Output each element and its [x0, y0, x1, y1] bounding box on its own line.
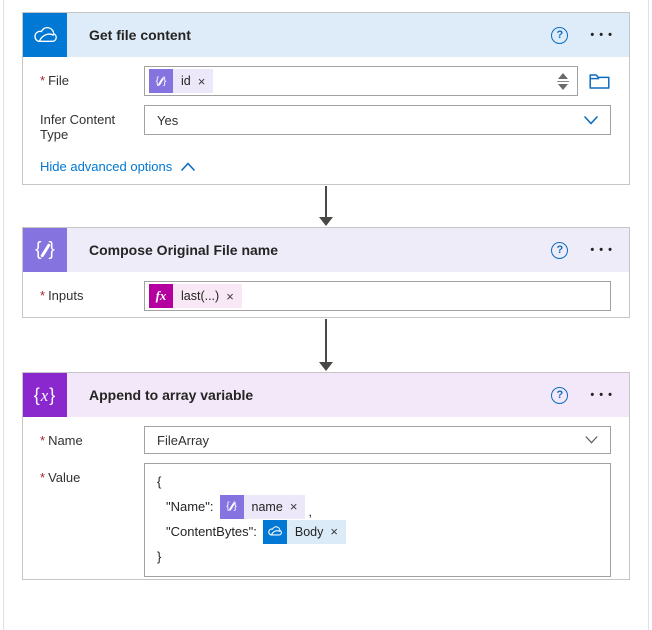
infer-content-type-dropdown[interactable]: Yes	[144, 105, 611, 135]
variable-icon: {x}	[23, 373, 67, 417]
card-header[interactable]: {x} Append to array variable ? • • •	[23, 373, 629, 417]
action-card-compose: {} Compose Original File name ? • • • *I…	[22, 227, 630, 318]
chevron-down-icon	[585, 436, 598, 444]
dynamic-token-id[interactable]: {} id ×	[149, 69, 214, 93]
card-title: Get file content	[89, 27, 191, 43]
flow-connector-arrow	[319, 319, 333, 371]
onedrive-icon	[262, 519, 287, 544]
stepper-control[interactable]	[551, 72, 575, 90]
remove-token-icon[interactable]: ×	[226, 288, 234, 304]
expression-token-last[interactable]: fx last(...) ×	[149, 284, 242, 308]
token-label: name	[251, 499, 283, 514]
help-icon[interactable]: ?	[551, 386, 569, 404]
dynamic-token-body[interactable]: Body ×	[262, 519, 346, 544]
step-down-icon[interactable]	[558, 83, 568, 90]
remove-token-icon[interactable]: ×	[197, 73, 206, 89]
file-input[interactable]: {} id ×	[144, 66, 578, 96]
flow-connector-arrow	[319, 186, 333, 226]
help-icon[interactable]: ?	[551, 26, 569, 44]
remove-token-icon[interactable]: ×	[289, 499, 298, 514]
canvas-edge-left	[3, 0, 4, 630]
dropdown-value: FileArray	[157, 432, 210, 448]
required-marker: *	[40, 288, 46, 303]
menu-ellipsis-icon[interactable]: • • •	[590, 244, 613, 256]
expression-fx-icon: fx	[149, 284, 173, 308]
infer-content-type-label: Infer Content Type	[40, 112, 116, 142]
dynamic-content-icon: {}	[219, 494, 244, 519]
inputs-field-label: *Inputs	[40, 288, 84, 303]
compose-icon: {}	[23, 228, 67, 272]
step-up-icon[interactable]	[558, 72, 568, 79]
file-picker-folder-icon[interactable]	[587, 69, 611, 93]
card-header[interactable]: {} Compose Original File name ? • • •	[23, 228, 629, 272]
card-title: Compose Original File name	[89, 242, 279, 258]
canvas-edge-right	[648, 0, 649, 630]
required-marker: *	[40, 433, 46, 448]
token-label: last(...)	[181, 289, 220, 303]
chevron-down-icon	[584, 115, 598, 125]
required-marker: *	[40, 470, 46, 485]
file-field-label: *File	[40, 73, 70, 88]
json-name-key: "Name":	[166, 499, 214, 514]
token-label: Body	[294, 524, 324, 539]
card-header[interactable]: Get file content ? • • •	[23, 13, 629, 57]
action-card-append-to-array: {x} Append to array variable ? • • • *Na…	[22, 372, 630, 580]
json-comma: ,	[308, 504, 313, 519]
action-card-get-file-content: Get file content ? • • • *File {}	[22, 12, 630, 185]
remove-token-icon[interactable]: ×	[330, 524, 338, 539]
json-close-brace: }	[157, 549, 162, 564]
variable-name-dropdown[interactable]: FileArray	[144, 426, 611, 454]
value-input[interactable]: { "Name": {} name × ,	[144, 463, 611, 577]
name-field-label: *Name	[40, 433, 83, 448]
dynamic-token-name[interactable]: {} name ×	[219, 494, 306, 519]
chevron-up-icon	[181, 162, 196, 171]
card-title: Append to array variable	[89, 387, 254, 403]
required-marker: *	[40, 73, 46, 88]
help-icon[interactable]: ?	[551, 241, 569, 259]
inputs-input[interactable]: fx last(...) ×	[144, 281, 611, 311]
token-label: id	[181, 74, 191, 88]
hide-advanced-options-link[interactable]: Hide advanced options	[40, 159, 196, 174]
menu-ellipsis-icon[interactable]: • • •	[590, 29, 613, 41]
onedrive-icon	[23, 13, 67, 57]
menu-ellipsis-icon[interactable]: • • •	[590, 389, 613, 401]
value-field-label: *Value	[40, 470, 81, 485]
json-open-brace: {	[157, 474, 162, 489]
dropdown-value: Yes	[157, 112, 179, 128]
json-contentbytes-key: "ContentBytes":	[166, 524, 257, 539]
dynamic-content-icon: {}	[149, 69, 173, 93]
